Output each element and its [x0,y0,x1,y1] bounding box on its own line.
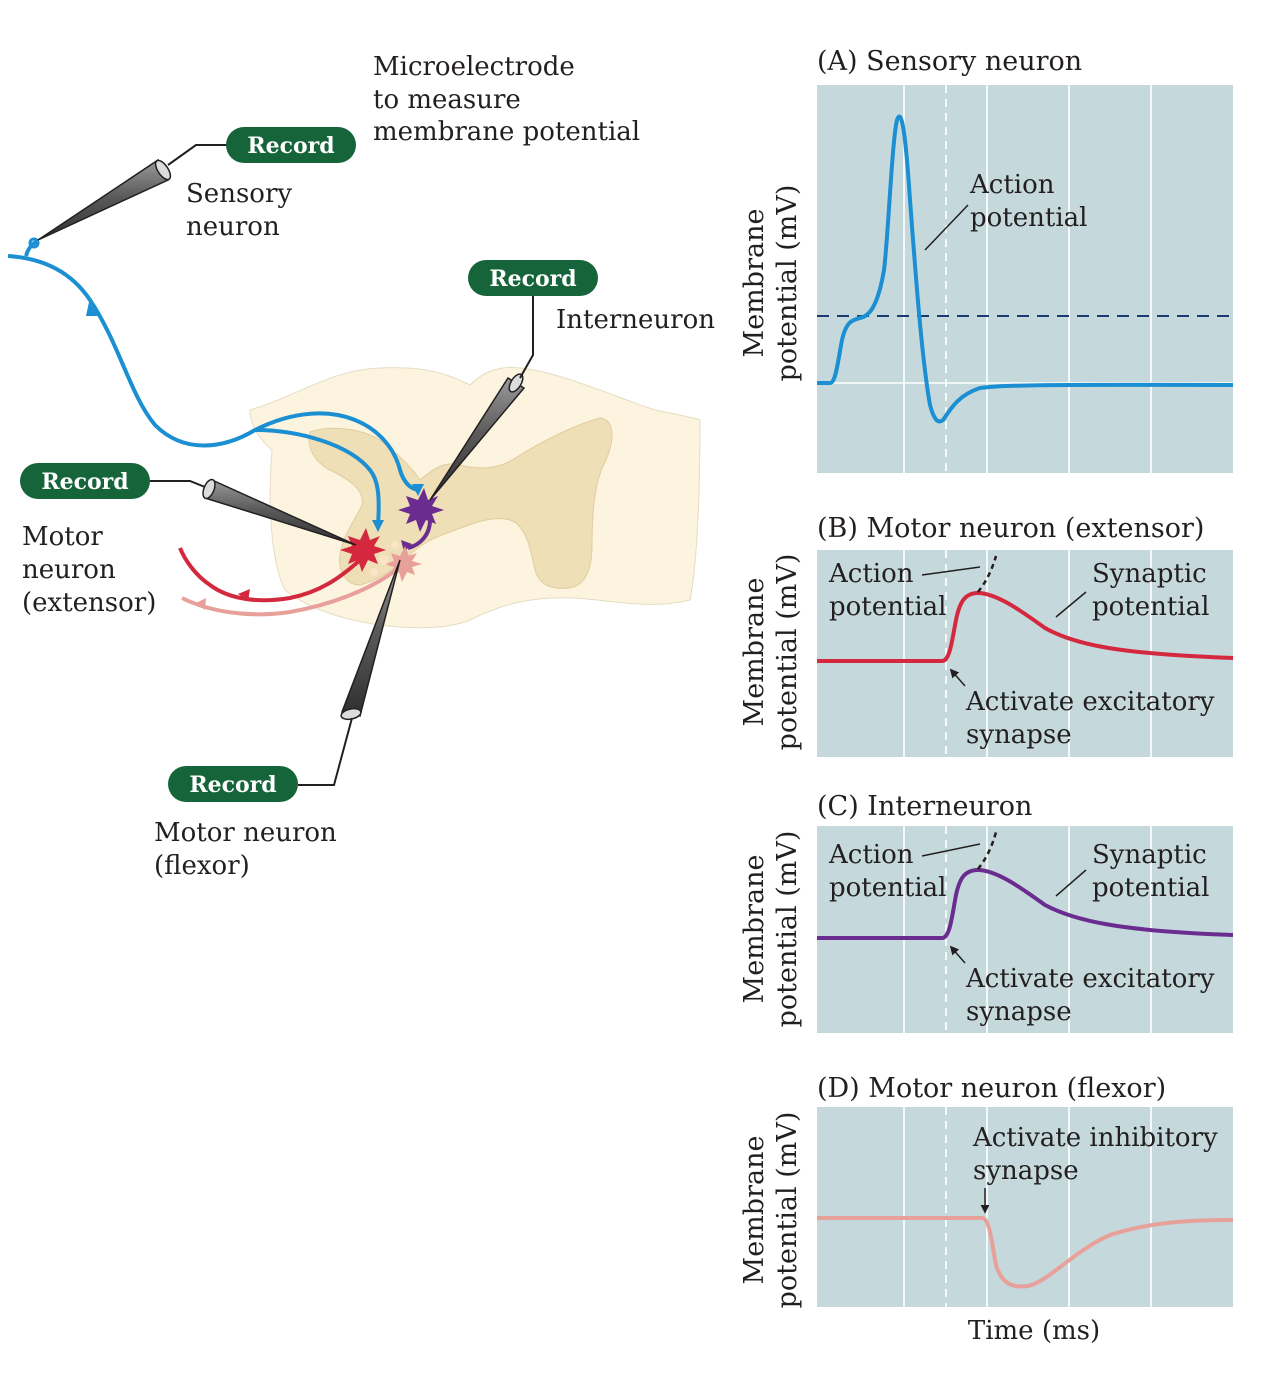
extensor-motor-neuron-cell [340,528,386,572]
motor-extensor-label-3: (extensor) [22,588,156,618]
panel-b-title: (B) Motor neuron (extensor) [817,513,1204,544]
svg-text:Record: Record [489,266,576,292]
panel-c-bottom-annotation-1: Activate excitatory [965,964,1215,994]
record-button-sensory[interactable]: Record [226,127,356,163]
motor-extensor-label-1: Motor [22,522,103,552]
panel-a-ylabel-1: Membrane [739,209,770,358]
panel-c-ylabel-2: potential (mV) [772,831,803,1028]
svg-text:Record: Record [41,469,128,495]
panel-a: (A) Sensory neuron Action potential Memb… [739,46,1234,473]
interneuron-electrode [429,296,534,501]
panel-c-title: (C) Interneuron [817,791,1032,822]
sensory-electrode [37,144,228,241]
panel-b-bottom-annotation-1: Activate excitatory [965,687,1215,717]
panel-c-ylabel-1: Membrane [739,855,770,1004]
panel-d-title: (D) Motor neuron (flexor) [817,1073,1166,1104]
panel-c: (C) Interneuron Action potential Synapti… [739,791,1234,1033]
motor-flexor-label-1: Motor neuron [154,818,337,848]
panel-c-left-annotation-2: potential [829,873,946,903]
spinal-cord-diagram: Record Record Record Record Microelectro… [7,52,715,881]
panel-b-left-annotation-2: potential [829,592,946,622]
interneuron-label: Interneuron [556,305,715,335]
sensory-neuron-label-2: neuron [186,212,280,242]
panel-a-plot-area [817,85,1233,473]
panel-b-right-annotation-1: Synaptic [1092,559,1207,589]
extensor-electrode [150,478,357,546]
electrode-caption-line-3: membrane potential [373,117,640,147]
panel-b-trace [817,590,1234,663]
electrode-caption-line-1: Microelectrode [373,52,575,82]
panel-a-trace [817,114,1234,424]
panel-c-right-annotation-2: potential [1092,873,1209,903]
svg-text:Record: Record [189,772,276,798]
electrode-caption-line-2: to measure [373,85,521,115]
extensor-motor-axon [178,547,362,603]
panel-b-left-annotation-1: Action [828,559,914,589]
panel-b-bottom-annotation-2: synapse [966,720,1072,750]
motor-flexor-label-2: (flexor) [154,851,250,881]
flexor-motor-axon [181,568,398,617]
motor-extensor-label-2: neuron [22,555,116,585]
record-button-extensor[interactable]: Record [20,463,150,499]
panel-b-ylabel-2: potential (mV) [772,554,803,751]
panel-d-top-annotation-1: Activate inhibitory [972,1123,1218,1153]
sensory-neuron-label-1: Sensory [186,179,292,209]
panel-c-bottom-annotation-2: synapse [966,997,1072,1027]
panel-a-ylabel-2: potential (mV) [772,185,803,382]
interneuron-cell [398,488,444,532]
flexor-electrode [298,559,401,786]
record-button-interneuron[interactable]: Record [468,260,598,296]
panel-a-annotation-2: potential [970,203,1087,233]
svg-text:Record: Record [247,133,334,159]
panel-c-trace [817,867,1234,940]
panel-d-trace [817,1216,1234,1289]
panel-c-left-annotation-1: Action [828,840,914,870]
panel-a-title: (A) Sensory neuron [817,46,1082,77]
panel-b: (B) Motor neuron (extensor) Action poten… [739,513,1234,757]
panel-c-right-annotation-1: Synaptic [1092,840,1207,870]
panel-a-annotation-1: Action [969,170,1055,200]
panel-b-right-annotation-2: potential [1092,592,1209,622]
record-button-flexor[interactable]: Record [168,766,298,802]
x-axis-label: Time (ms) [968,1316,1100,1346]
panel-d-ylabel-2: potential (mV) [772,1112,803,1309]
panel-d: (D) Motor neuron (flexor) Activate inhib… [739,1073,1234,1309]
sensory-neuron-axon [7,254,419,492]
panel-d-plot-area [817,1107,1233,1307]
panel-d-ylabel-1: Membrane [739,1136,770,1285]
panel-b-ylabel-1: Membrane [739,578,770,727]
panel-d-top-annotation-2: synapse [973,1156,1079,1186]
